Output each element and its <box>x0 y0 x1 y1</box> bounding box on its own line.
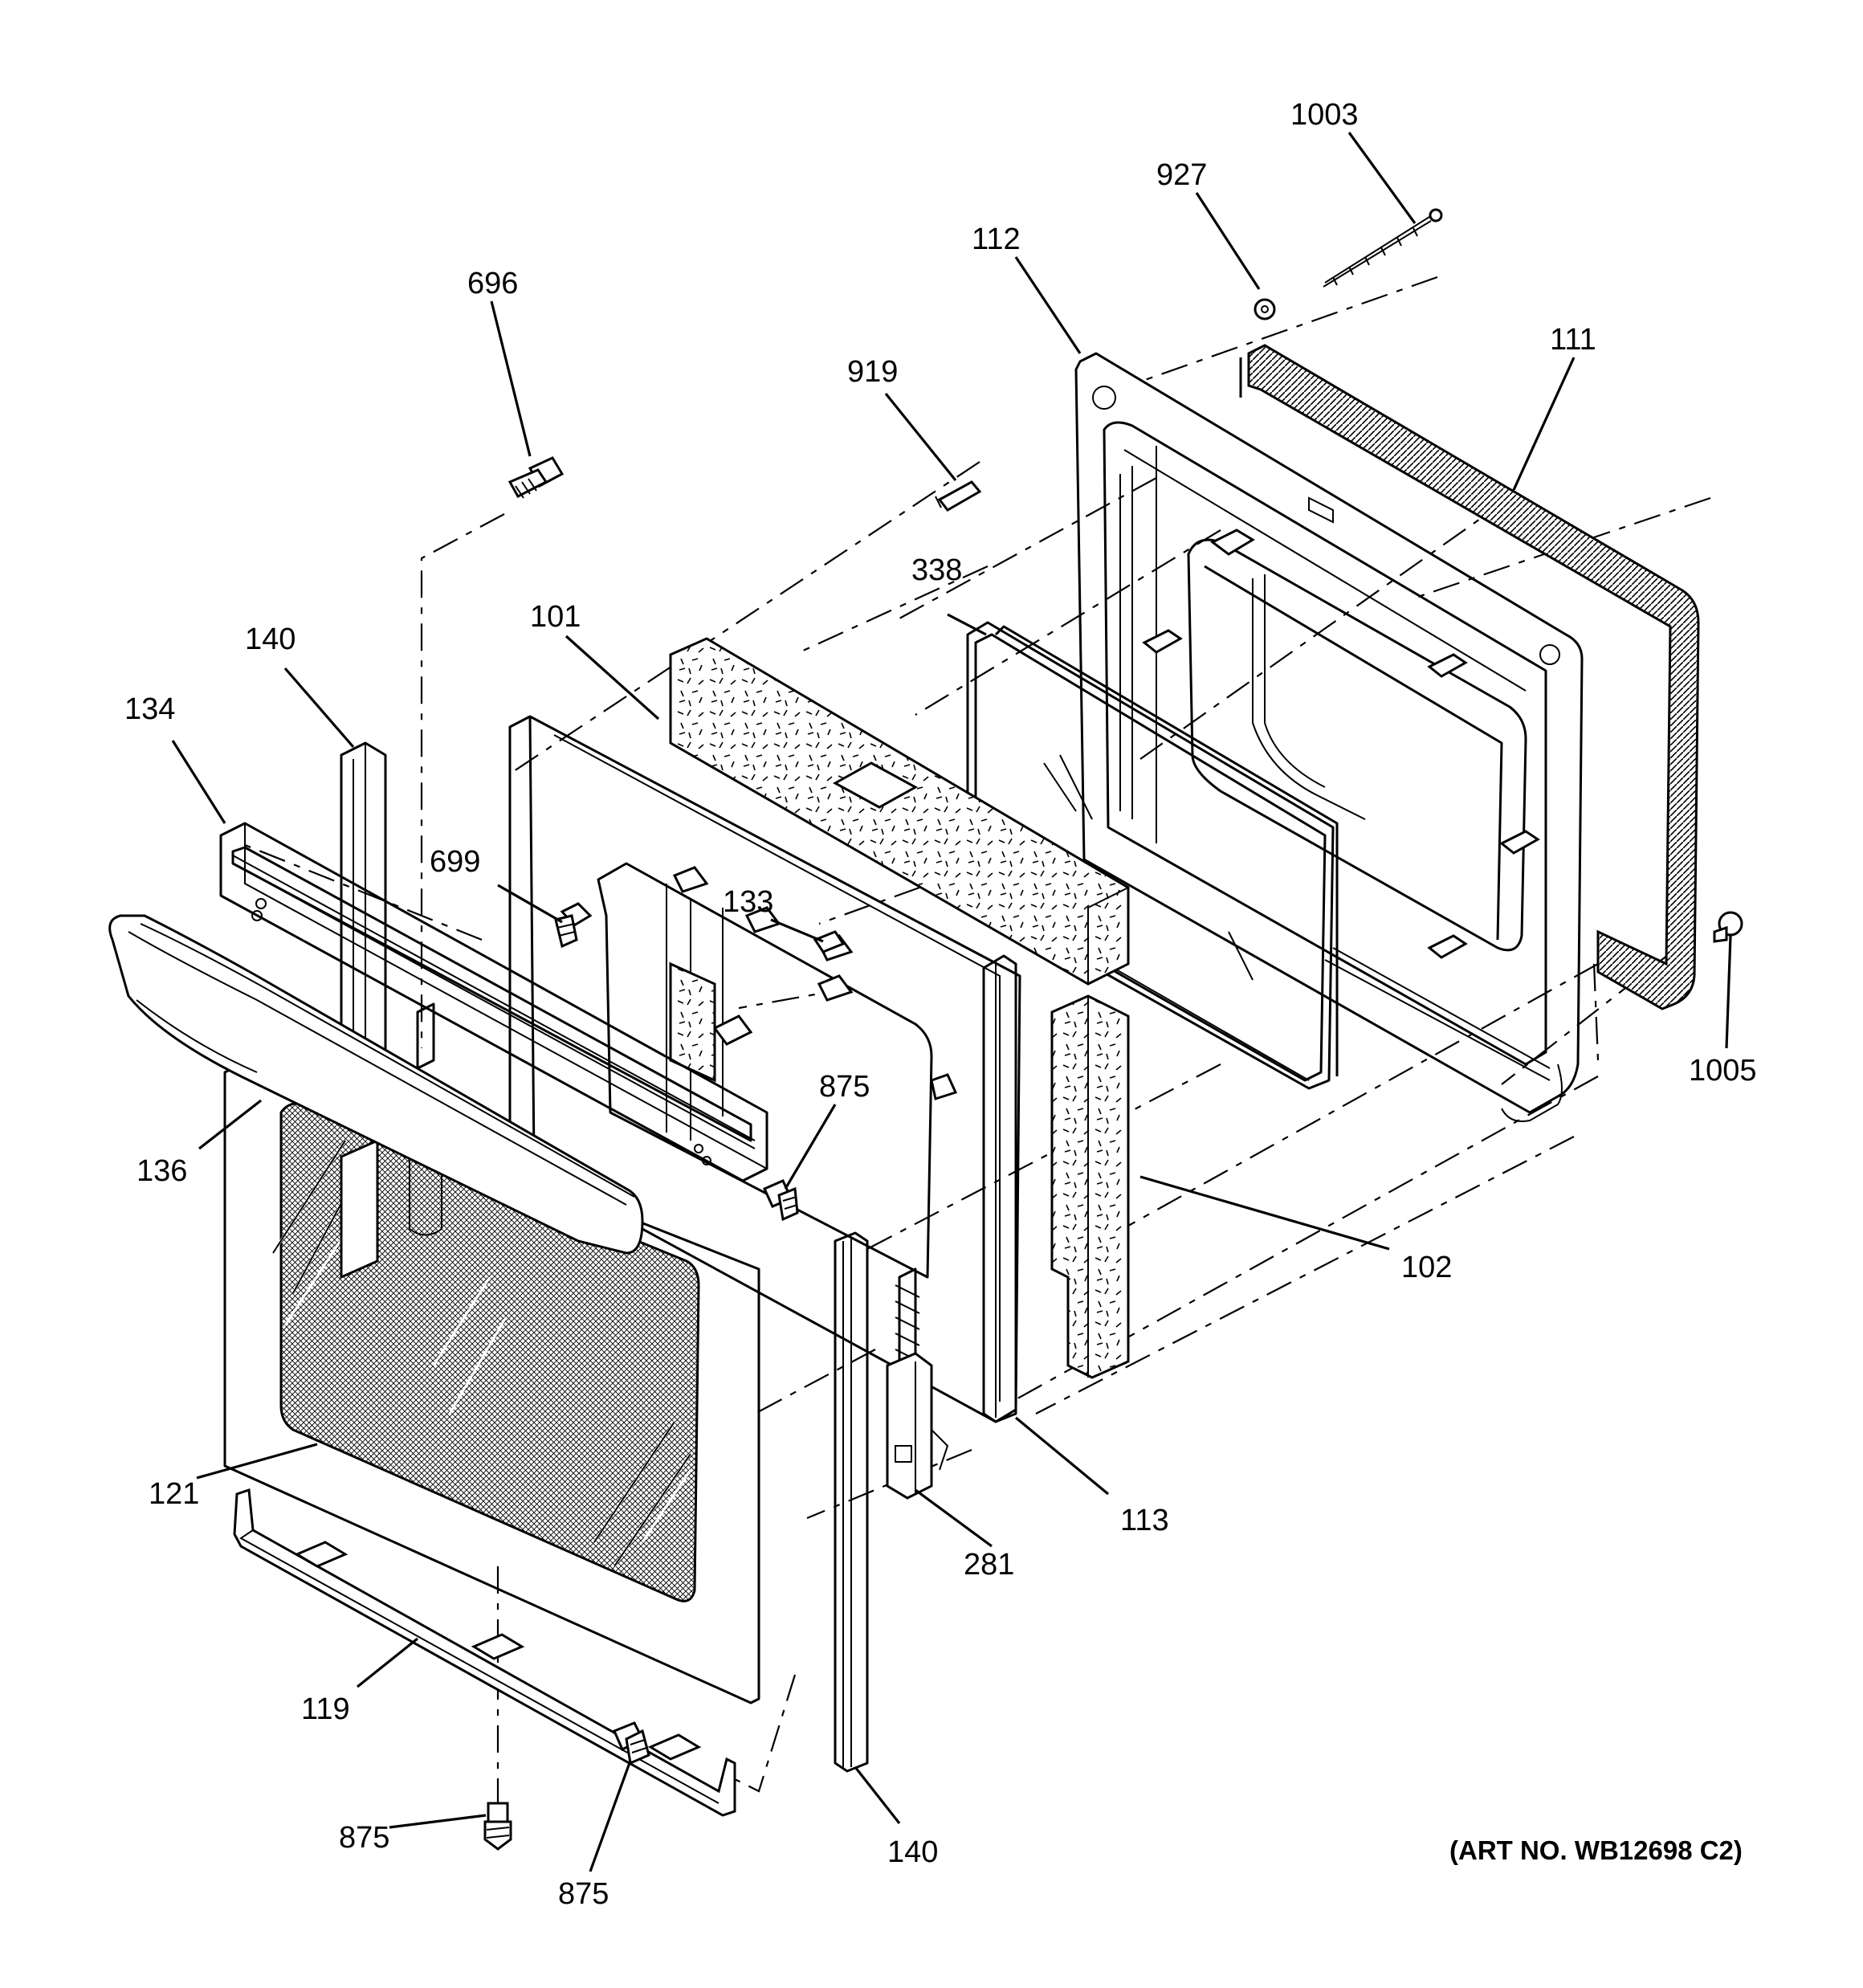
part-133-clip[interactable] <box>813 930 846 953</box>
callout-919: 919 <box>847 355 898 389</box>
callout-1005: 1005 <box>1689 1054 1757 1088</box>
part-113-door-side-trim[interactable] <box>982 954 1017 1423</box>
callout-112: 112 <box>972 222 1021 256</box>
callout-140-top: 140 <box>245 623 296 656</box>
callout-leader-lines <box>171 132 1732 1872</box>
part-102-door-insulation[interactable] <box>669 637 1130 1379</box>
callout-699: 699 <box>430 845 480 879</box>
part-140-door-side-channel-bottom[interactable] <box>834 1231 869 1773</box>
part-119-door-bottom-trim[interactable] <box>233 1488 736 1817</box>
part-696-screw[interactable] <box>508 456 565 499</box>
part-1005-screw[interactable] <box>1713 911 1743 943</box>
part-111-door-gasket[interactable] <box>1239 344 1700 1010</box>
callout-1003: 1003 <box>1290 98 1359 132</box>
callout-119: 119 <box>301 1692 350 1726</box>
callout-121: 121 <box>149 1477 199 1511</box>
callout-102: 102 <box>1401 1251 1452 1284</box>
callout-136: 136 <box>137 1154 187 1188</box>
part-136-door-handle[interactable] <box>108 914 644 1255</box>
callout-140-bottom: 140 <box>887 1835 938 1869</box>
callout-111: 111 <box>1550 323 1596 357</box>
callout-113: 113 <box>1120 1504 1169 1537</box>
callout-696: 696 <box>467 267 518 300</box>
part-919-pin[interactable] <box>935 480 982 512</box>
part-699-screw[interactable] <box>554 902 593 949</box>
callout-875-mid: 875 <box>819 1070 870 1104</box>
art-number: (ART NO. WB12698 C2) <box>1449 1835 1743 1865</box>
callout-133: 133 <box>723 885 773 919</box>
part-1003-screw[interactable] <box>1323 208 1443 288</box>
callout-labels: 1003 927 112 111 696 919 338 101 140 134… <box>124 98 1757 1911</box>
part-875-screw-mid[interactable] <box>763 1179 799 1222</box>
part-134-door-top-trim[interactable] <box>219 822 768 1182</box>
part-875-screw-bottom[interactable] <box>613 1721 650 1766</box>
part-927-washer[interactable] <box>1254 298 1276 320</box>
callout-875-bottom: 875 <box>558 1877 609 1911</box>
callout-281: 281 <box>964 1548 1014 1582</box>
part-281-door-hinge[interactable] <box>886 1268 949 1500</box>
part-112-inner-door-liner[interactable] <box>1074 352 1584 1122</box>
callout-101: 101 <box>530 600 581 634</box>
callout-927: 927 <box>1156 158 1207 192</box>
part-875-screw-left[interactable] <box>483 1802 512 1851</box>
callout-875-left: 875 <box>339 1821 389 1855</box>
callout-134: 134 <box>124 692 175 726</box>
callout-338: 338 <box>911 553 962 587</box>
